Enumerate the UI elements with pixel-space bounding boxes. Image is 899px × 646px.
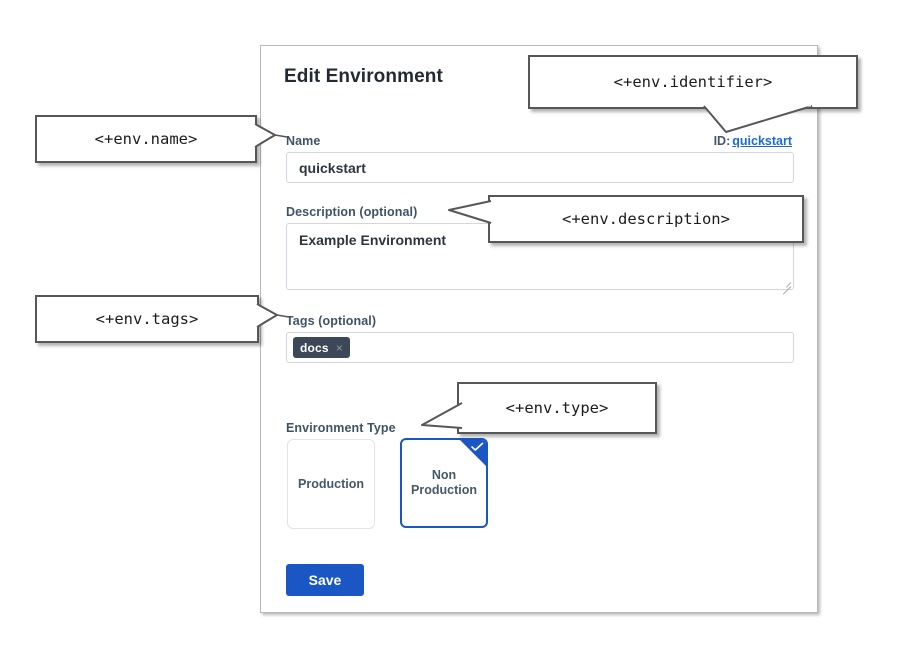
callout-text: <+env.tags>	[95, 310, 199, 328]
env-type-option-non-production[interactable]: Non Production	[400, 438, 488, 528]
tags-input[interactable]: docs ×	[286, 332, 794, 363]
env-type-option-production[interactable]: Production	[287, 439, 375, 529]
env-type-label-line2: Production	[411, 483, 477, 497]
callout-env-identifier: <+env.identifier>	[528, 55, 858, 109]
callout-tail-env-identifier	[703, 103, 813, 133]
tags-label: Tags (optional)	[286, 314, 377, 328]
edit-environment-dialog: Edit Environment Name ID:quickstart Desc…	[260, 45, 818, 613]
env-type-label-line1: Non	[431, 468, 457, 482]
callout-tail-env-name	[252, 123, 288, 148]
callout-env-name: <+env.name>	[35, 115, 257, 163]
name-input[interactable]	[286, 152, 794, 183]
env-type-option-label: Non Production	[411, 468, 477, 498]
callout-env-tags: <+env.tags>	[35, 295, 259, 343]
close-icon[interactable]: ×	[335, 340, 343, 355]
environment-type-label: Environment Type	[286, 421, 396, 435]
callout-env-type: <+env.type>	[457, 382, 657, 434]
callout-tail-env-description	[448, 200, 494, 224]
page-title: Edit Environment	[284, 66, 443, 87]
callout-text: <+env.type>	[505, 399, 609, 417]
tag-chip-label: docs	[300, 340, 329, 355]
callout-text: <+env.identifier>	[613, 73, 773, 91]
callout-text: <+env.name>	[94, 130, 198, 148]
callout-tail-env-tags	[254, 303, 290, 328]
callout-env-description: <+env.description>	[488, 195, 804, 243]
callout-text: <+env.description>	[562, 210, 730, 228]
save-button[interactable]: Save	[286, 564, 364, 596]
id-value-link[interactable]: quickstart	[732, 134, 792, 148]
env-type-option-label: Production	[298, 476, 364, 491]
tag-chip-docs[interactable]: docs ×	[293, 337, 350, 358]
description-label: Description (optional)	[286, 205, 418, 219]
environment-id: ID:quickstart	[714, 134, 792, 148]
check-icon	[471, 442, 484, 451]
id-prefix-label: ID:	[713, 134, 731, 148]
callout-tail-env-type	[421, 402, 465, 429]
selected-corner-badge	[460, 440, 486, 466]
name-label: Name	[286, 134, 321, 148]
